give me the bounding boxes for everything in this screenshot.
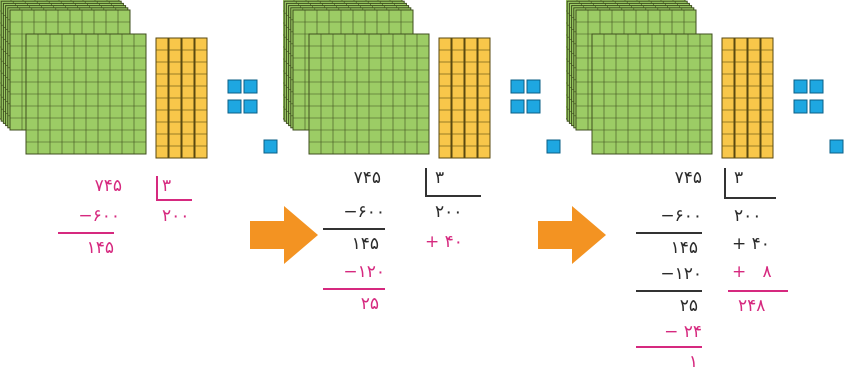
subtraction-rule — [323, 228, 385, 230]
divisor: ۳ — [435, 168, 445, 188]
unit-cube — [227, 79, 242, 94]
quotient-line: ۲۰۰ — [435, 202, 463, 222]
unit-cube — [227, 99, 242, 114]
hundred-block — [591, 33, 713, 155]
base-ten-blocks-step-3 — [566, 0, 844, 159]
unit-cube — [793, 99, 808, 114]
division-bracket-vertical — [425, 168, 427, 196]
dividend: ۷۴۵ — [353, 168, 381, 188]
remainder-line: ۲۵ — [679, 296, 698, 316]
ten-rod — [477, 37, 491, 159]
ten-rod — [451, 37, 465, 159]
unit-cube — [263, 139, 278, 154]
sum-rule — [728, 290, 788, 292]
remainder-line: ۲۵ — [360, 294, 379, 314]
subtraction-line: −۶۰۰ — [343, 202, 385, 222]
hundred-block — [25, 33, 147, 155]
subtraction-line: −۱۲۰ — [660, 264, 702, 284]
ten-rod — [734, 37, 748, 159]
unit-cube — [510, 99, 525, 114]
quotient-line: ۲۰۰ — [734, 206, 762, 226]
quotient-line: + ۴۰ — [425, 232, 463, 252]
ten-rod — [181, 37, 195, 159]
ten-rod — [721, 37, 735, 159]
arrow-right-icon — [250, 206, 318, 264]
arrow-shape — [538, 206, 606, 264]
unit-cube — [793, 79, 808, 94]
subtraction-rule — [58, 232, 114, 234]
divisor: ۳ — [734, 168, 744, 188]
quotient-total: ۲۴۸ — [738, 296, 766, 316]
subtraction-rule — [636, 346, 702, 348]
quotient-line: + ۴۰ — [732, 234, 770, 254]
ten-rod — [464, 37, 478, 159]
remainder-line: ۱۴۵ — [670, 238, 698, 258]
unit-cube — [809, 79, 824, 94]
subtraction-line: −۶۰۰ — [660, 206, 702, 226]
division-bracket-horizontal — [156, 199, 192, 201]
step-1-panel: ۷۴۵ ۳ −۶۰۰ ۱۴۵ ۲۰۰ — [0, 0, 280, 374]
remainder-line: ۱۴۵ — [86, 238, 114, 258]
subtraction-line: − ۲۴ — [664, 322, 702, 342]
remainder-line: ۱۴۵ — [351, 234, 379, 254]
subtraction-rule — [636, 232, 702, 234]
base-ten-blocks-step-2 — [283, 0, 561, 159]
ten-rod — [760, 37, 774, 159]
ten-rod — [168, 37, 182, 159]
division-bracket-vertical — [156, 176, 158, 200]
ten-rod — [747, 37, 761, 159]
division-bracket-vertical — [724, 168, 726, 198]
quotient-line: + ۸ — [732, 262, 772, 282]
dividend: ۷۴۵ — [94, 176, 122, 196]
subtraction-line: −۶۰۰ — [78, 206, 120, 226]
hundred-block — [308, 33, 430, 155]
division-bracket-horizontal — [724, 197, 776, 199]
remainder-line: ۱ — [688, 352, 698, 372]
quotient-line: ۲۰۰ — [162, 206, 190, 226]
unit-cube — [243, 79, 258, 94]
ten-rod — [438, 37, 452, 159]
ten-rod — [194, 37, 208, 159]
subtraction-rule — [636, 290, 702, 292]
unit-cube — [526, 99, 541, 114]
step-3-panel: ۷۴۵ ۳ −۶۰۰ ۱۴۵ −۱۲۰ ۲۵ − ۲۴ ۱ ۲۰۰ + ۴۰ +… — [566, 0, 846, 374]
unit-cube — [546, 139, 561, 154]
dividend: ۷۴۵ — [674, 168, 702, 188]
subtraction-line: −۱۲۰ — [343, 262, 385, 282]
base-ten-blocks-step-1 — [0, 0, 278, 159]
unit-cube — [526, 79, 541, 94]
unit-cube — [809, 99, 824, 114]
divisor: ۳ — [162, 176, 172, 196]
step-2-panel: ۷۴۵ ۳ −۶۰۰ ۱۴۵ −۱۲۰ ۲۵ ۲۰۰ + ۴۰ — [283, 0, 563, 374]
subtraction-rule — [323, 288, 385, 290]
unit-cube — [829, 139, 844, 154]
unit-cube — [510, 79, 525, 94]
arrow-right-icon — [538, 206, 606, 264]
arrow-shape — [250, 206, 318, 264]
ten-rod — [155, 37, 169, 159]
unit-cube — [243, 99, 258, 114]
division-bracket-horizontal — [425, 195, 481, 197]
